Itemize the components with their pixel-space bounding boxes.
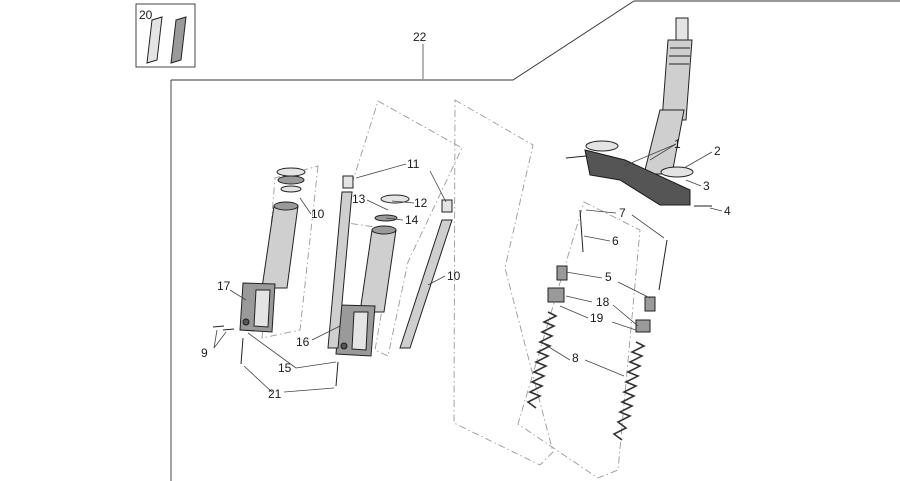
callout-labels: 20 22 1 2 3 4 7 6 5 18 19 8 11 13 12 14 … xyxy=(139,8,731,401)
callout-22: 22 xyxy=(413,30,427,44)
small-spring-left xyxy=(556,265,568,281)
callout-14: 14 xyxy=(405,213,419,227)
bolt-21-left xyxy=(240,337,244,365)
callout-18: 18 xyxy=(596,295,610,309)
callout-4: 4 xyxy=(724,204,731,218)
callout-9: 9 xyxy=(201,346,208,360)
callout-3: 3 xyxy=(703,179,710,193)
bush-left xyxy=(547,287,565,303)
main-spring-right xyxy=(612,341,646,441)
callout-1: 1 xyxy=(674,137,681,151)
callout-13: 13 xyxy=(352,192,366,206)
callout-5: 5 xyxy=(605,270,612,284)
callout-19: 19 xyxy=(590,311,604,325)
cap-11-right xyxy=(441,199,453,213)
damper-rod-right xyxy=(658,239,668,291)
callout-12: 12 xyxy=(414,196,428,210)
bolts-9 xyxy=(212,325,235,331)
leader-lines xyxy=(213,44,723,393)
callout-16: 16 xyxy=(296,335,310,349)
dash-outline-right xyxy=(453,99,554,466)
small-spring-right xyxy=(644,296,656,312)
callout-15: 15 xyxy=(278,361,292,375)
damper-rod-left xyxy=(579,209,584,253)
callout-17: 17 xyxy=(217,279,231,293)
callout-21: 21 xyxy=(268,387,282,401)
inner-tube-right xyxy=(399,219,453,349)
callout-11: 11 xyxy=(407,157,420,171)
part-20-box xyxy=(135,3,196,68)
assembly-frame xyxy=(171,0,900,81)
callout-8: 8 xyxy=(572,351,579,365)
callout-6: 6 xyxy=(612,234,619,248)
callout-7: 7 xyxy=(619,206,626,220)
dash-outline-center xyxy=(339,100,463,357)
main-spring-left xyxy=(526,311,558,409)
cap-11-left xyxy=(342,175,354,189)
bush-right xyxy=(635,319,651,333)
steering-stem xyxy=(565,17,712,207)
dash-outline-far-right xyxy=(517,201,641,479)
callout-10-right: 10 xyxy=(447,269,461,283)
fork-leg-left xyxy=(239,167,306,333)
inner-tube-left xyxy=(327,191,353,349)
callout-20: 20 xyxy=(139,8,153,22)
callout-2: 2 xyxy=(714,144,721,158)
callout-10-left: 10 xyxy=(311,207,325,221)
